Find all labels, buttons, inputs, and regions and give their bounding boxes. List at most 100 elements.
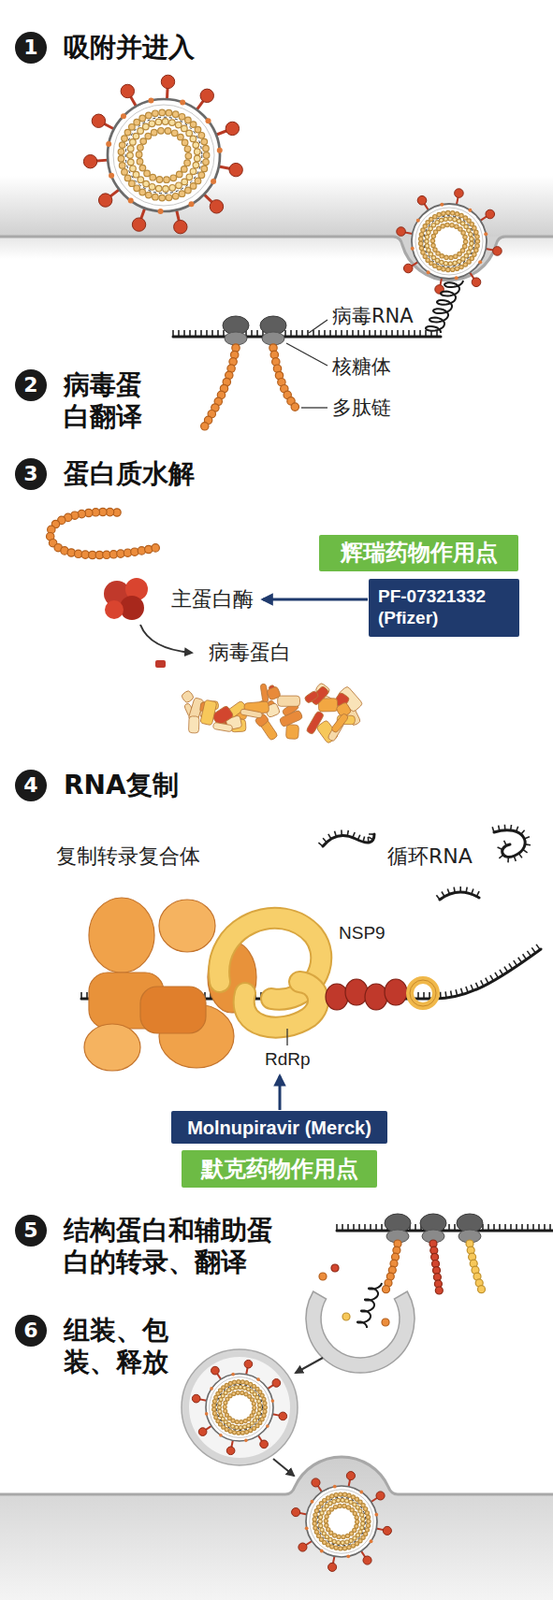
- spike-head: [485, 209, 495, 219]
- spike-head: [417, 195, 427, 205]
- bead: [164, 128, 172, 135]
- bead: [475, 234, 480, 239]
- bead: [158, 128, 165, 135]
- bead: [460, 248, 465, 253]
- bead: [355, 1520, 360, 1525]
- bead: [224, 1383, 229, 1388]
- bead: [443, 261, 448, 266]
- bead: [342, 1493, 347, 1498]
- protein-fragment: [180, 690, 195, 705]
- spike-head: [298, 1543, 307, 1553]
- bead: [312, 1518, 317, 1523]
- step-heading: 组装、包装、释放: [63, 1315, 173, 1380]
- bead: [320, 1528, 324, 1533]
- bead: [129, 180, 136, 188]
- bead: [334, 1546, 338, 1551]
- bead: [189, 168, 197, 175]
- protein-subunit: [140, 987, 206, 1034]
- bead: [143, 180, 150, 188]
- bead: [127, 152, 134, 160]
- bead: [330, 1545, 335, 1550]
- bead: [452, 218, 457, 222]
- bead: [424, 244, 429, 248]
- bead: [175, 171, 183, 178]
- bead: [454, 224, 459, 229]
- bead: [228, 1382, 233, 1386]
- bead: [365, 1515, 370, 1520]
- bead: [365, 1525, 370, 1529]
- membrane-protein: [410, 247, 415, 251]
- membrane-protein: [320, 1550, 324, 1555]
- protein-subunit: [88, 898, 155, 974]
- bead: [331, 1265, 339, 1273]
- bead: [185, 116, 192, 124]
- bead: [189, 121, 197, 129]
- membrane-protein: [369, 1540, 374, 1544]
- ribosome: [420, 1214, 447, 1244]
- bead: [128, 159, 135, 166]
- spike-head: [396, 227, 407, 237]
- bead: [361, 1522, 365, 1527]
- bead: [326, 1528, 331, 1533]
- drug-name-box: PF-07321332 (Pfizer): [368, 579, 520, 638]
- bead: [236, 1431, 241, 1436]
- spike-head: [98, 193, 112, 207]
- bead: [314, 1530, 319, 1535]
- bead: [463, 262, 467, 267]
- membrane-protein: [158, 208, 164, 215]
- leader-line: [286, 1029, 288, 1047]
- bead: [171, 130, 178, 137]
- bead: [150, 129, 158, 136]
- bead: [148, 184, 156, 191]
- bead: [133, 185, 141, 192]
- membrane-protein: [305, 1527, 309, 1531]
- protein-subunit: [84, 1024, 141, 1072]
- envelope-inner: [309, 1490, 374, 1555]
- part-label: 多肽链: [332, 396, 392, 421]
- bead: [224, 1413, 229, 1418]
- bead: [430, 238, 435, 243]
- bead: [165, 109, 173, 117]
- bead: [228, 1430, 233, 1435]
- bead: [314, 1510, 319, 1514]
- part-label: 病毒蛋白: [208, 640, 292, 666]
- membrane-protein: [310, 1500, 315, 1505]
- virus-particle: [83, 74, 243, 234]
- membrane-protein: [333, 1485, 337, 1490]
- polypeptide-chain: [465, 1240, 486, 1295]
- bead: [132, 132, 140, 140]
- ribosome: [222, 316, 249, 346]
- genome: [217, 1385, 263, 1432]
- bead: [424, 234, 429, 239]
- bead: [255, 1396, 260, 1400]
- bead: [159, 194, 166, 202]
- spike-head: [311, 1479, 321, 1488]
- rna-backbone: [494, 830, 525, 859]
- bead: [262, 1402, 267, 1407]
- nsp9-subunit: [325, 984, 349, 1011]
- bead: [472, 226, 477, 231]
- membrane-protein: [209, 1387, 214, 1392]
- bead: [238, 1426, 243, 1431]
- bead: [248, 1429, 253, 1434]
- bead: [347, 1494, 351, 1499]
- bead: [247, 1424, 251, 1428]
- bead: [422, 254, 427, 259]
- ribosome-small: [261, 332, 285, 346]
- genome: [423, 216, 475, 267]
- bead: [184, 145, 191, 153]
- bead: [337, 1504, 342, 1509]
- bead: [245, 1382, 249, 1386]
- membrane-protein: [483, 232, 488, 236]
- bead: [340, 1498, 345, 1503]
- step-badge: 3蛋白质水解: [14, 458, 47, 491]
- bead: [135, 151, 143, 159]
- step-badge: 5结构蛋白和辅助蛋白的转录、翻译: [14, 1215, 47, 1248]
- bead: [124, 129, 131, 136]
- bead: [262, 1406, 267, 1411]
- spike-head: [229, 162, 243, 176]
- polypeptide-chain: [201, 344, 241, 431]
- membrane-protein: [439, 203, 444, 207]
- bead: [459, 264, 464, 269]
